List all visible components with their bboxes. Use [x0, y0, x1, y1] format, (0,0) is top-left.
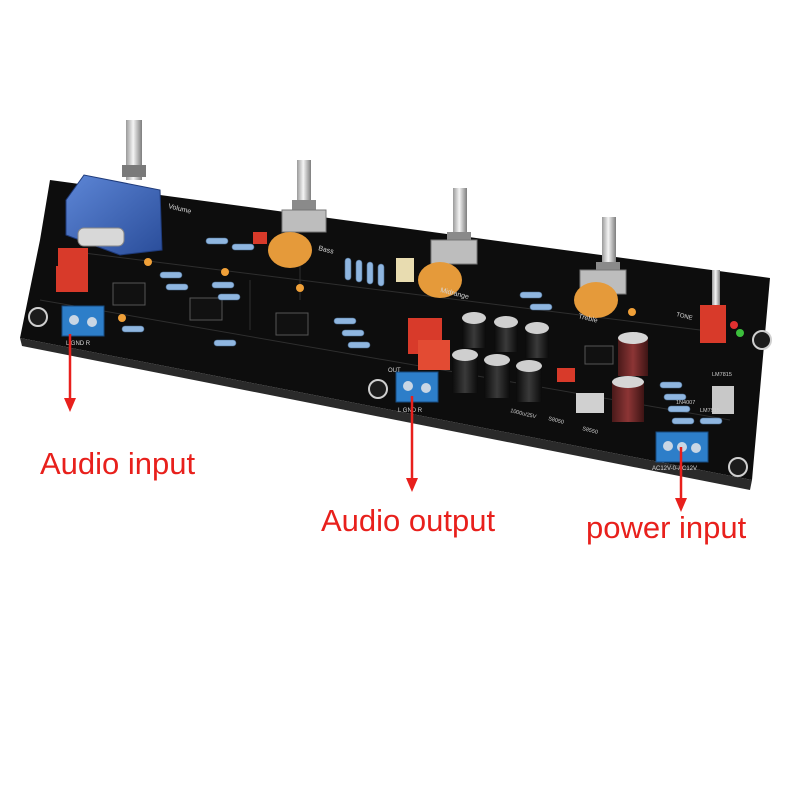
silkscreen-lm7815: LM7815 — [712, 372, 732, 378]
voltage-regulators — [576, 386, 734, 414]
silkscreen-s8550: S8550 — [582, 426, 599, 436]
silkscreen-1n4007: 1N4007 — [676, 400, 695, 406]
pot-label-treble: Treble — [578, 313, 599, 325]
audio-output-arrow — [406, 396, 418, 492]
power-connector-label: AC12V-0-AC12V — [652, 466, 697, 472]
opamp-chips — [112, 282, 614, 365]
audio-input-arrow — [64, 334, 76, 412]
tone-switch[interactable] — [700, 270, 744, 343]
audio-input-label: Audio input — [40, 446, 196, 481]
treble-potentiometer[interactable] — [574, 217, 627, 318]
volume-potentiometer[interactable] — [65, 120, 163, 256]
pot-label-bass: Bass — [318, 245, 335, 256]
power-input-label: power input — [586, 510, 747, 545]
tone-label: TONE — [676, 312, 694, 322]
silkscreen-lm7915: LM7915 — [700, 408, 720, 414]
resistors — [121, 237, 723, 425]
output-tag: OUT — [388, 368, 401, 374]
output-connector-label: L GND R — [398, 408, 423, 414]
audio-output-connector[interactable] — [395, 371, 439, 403]
silkscreen-s8050: S8050 — [548, 416, 565, 426]
bass-potentiometer[interactable] — [268, 160, 327, 268]
audio-output-label: Audio output — [321, 503, 496, 538]
ceramic-capacitors — [118, 258, 636, 322]
midrange-potentiometer[interactable] — [418, 188, 478, 298]
box-capacitors — [56, 232, 575, 382]
audio-input-connector[interactable] — [61, 305, 105, 337]
electrolytic-capacitors — [452, 312, 648, 422]
power-input-arrow — [675, 447, 687, 512]
input-connector-label: L GND R — [66, 341, 91, 347]
